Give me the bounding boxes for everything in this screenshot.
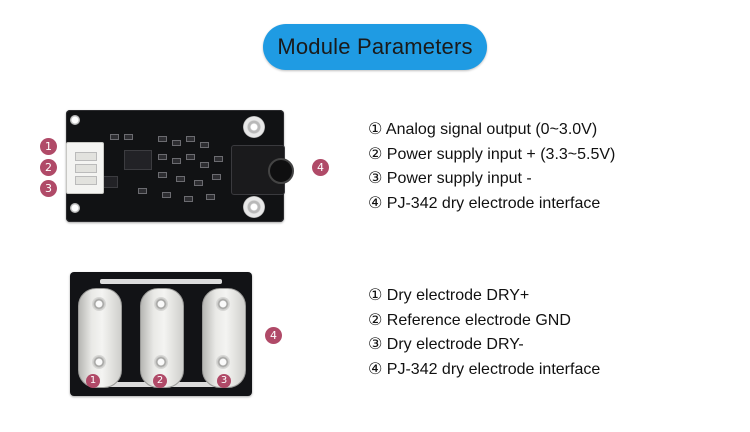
badge-1: 1 [86,374,100,388]
audio-jack [231,145,294,195]
smd-component [200,142,209,148]
rivet [154,297,168,311]
smd-component [200,162,209,168]
mounting-hole [70,115,80,125]
smd-component [158,136,167,142]
electrode-plate-2 [140,288,184,388]
smd-component [212,174,221,180]
rivet [216,297,230,311]
smd-component [186,136,195,142]
spec-item: ① Analog signal output (0~3.0V) [368,121,598,138]
smd-component [172,140,181,146]
badge-2: 2 [40,159,57,176]
ic-chip [124,150,152,170]
connector-pin [75,176,97,185]
page-title: Module Parameters [263,24,487,70]
smd-component [158,154,167,160]
electrode-plate-3 [202,288,246,388]
badge-3: 3 [40,180,57,197]
ic-chip [102,176,118,188]
mounting-hole [70,203,80,213]
smd-component [194,180,203,186]
spec-item: ④ PJ-342 dry electrode interface [368,360,601,378]
electrode-plate-1 [78,288,122,388]
smd-component [158,172,167,178]
smd-component [172,158,181,164]
rivet [154,355,168,369]
pin-header-connector [66,142,104,194]
page-title-text: Module Parameters [277,34,473,59]
mounting-hole [243,116,265,138]
module-spec-list: ① Analog signal output (0~3.0V) ② Power … [368,118,615,216]
rivet [92,297,106,311]
spec-item: ② Power supply input + (3.3~5.5V) [368,145,616,163]
jack-barrel [268,158,294,184]
spec-item: ③ Power supply input - [368,170,532,187]
connector-pin [75,164,97,173]
badge-3: 3 [217,374,231,388]
rivet [92,355,106,369]
smd-component [162,192,171,198]
smd-component [138,188,147,194]
badge-2: 2 [153,374,167,388]
electrode-spec-list: ① Dry electrode DRY+ ② Reference electro… [368,284,600,382]
connector-pin [75,152,97,161]
badge-1: 1 [40,138,57,155]
smd-component [176,176,185,182]
smd-component [110,134,119,140]
spec-item: ③ Dry electrode DRY- [368,336,524,353]
board-bar [100,279,222,284]
smd-component [214,156,223,162]
mounting-hole [243,196,265,218]
badge-4: 4 [265,327,282,344]
spec-item: ④ PJ-342 dry electrode interface [368,194,601,212]
badge-4: 4 [312,159,329,176]
spec-item: ① Dry electrode DRY+ [368,287,530,304]
smd-component [124,134,133,140]
smd-component [206,194,215,200]
smd-component [186,154,195,160]
smd-component [184,196,193,202]
spec-item: ② Reference electrode GND [368,311,571,329]
rivet [216,355,230,369]
